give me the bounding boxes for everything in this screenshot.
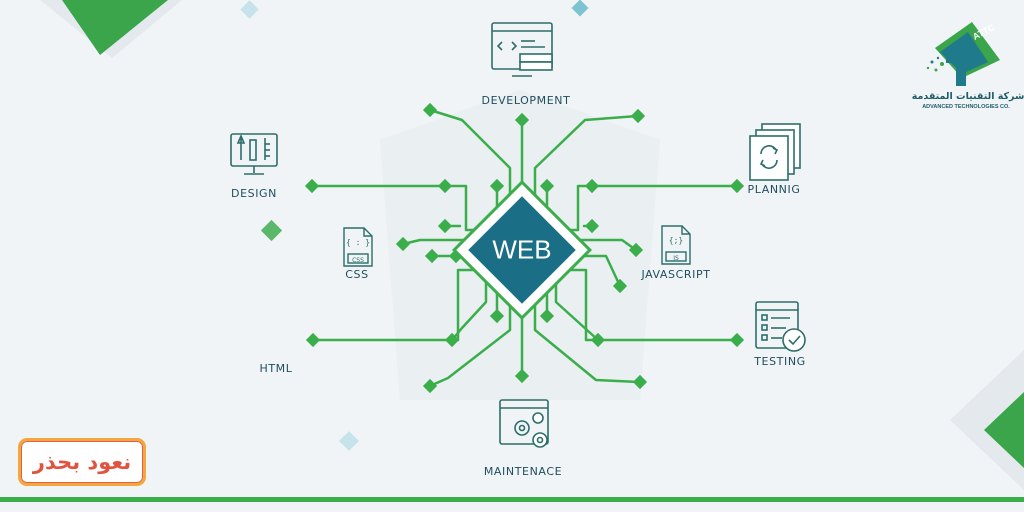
trace-bottom-right-1: [533, 290, 642, 384]
label-design: DESIGN: [231, 187, 277, 200]
label-html: HTML: [259, 362, 293, 375]
svg-text:{;}: {;}: [669, 236, 683, 245]
label-maintenance: MAINTENACE: [483, 465, 563, 478]
label-css: CSS: [345, 268, 369, 281]
trace-right-lower: [562, 268, 739, 342]
trace-right-mid1: [572, 238, 638, 252]
bottom-bar: [0, 497, 1024, 502]
label-javascript: JAVASCRIPT: [641, 268, 711, 281]
trace-left-lower: [311, 268, 482, 342]
badge-text: نعود بحذر: [32, 450, 132, 474]
svg-text:{ : }: { : }: [346, 238, 370, 247]
trace-top-right-1: [533, 114, 640, 212]
trace-top-left-1: [428, 108, 512, 212]
label-development: DEVELOPMENT: [481, 94, 571, 107]
planning-docs-icon: [749, 123, 801, 181]
trace-nodes: [304, 102, 745, 394]
design-tools-icon: [230, 133, 278, 175]
trace-bottom-left-1: [428, 290, 512, 388]
js-file-icon: {;} JS: [661, 225, 691, 265]
checklist-icon: [755, 301, 806, 352]
trace-left-diag: [450, 280, 488, 342]
svg-text:JS: JS: [672, 255, 679, 262]
css-file-icon: { : } CSS: [343, 227, 373, 267]
trace-right-diag: [554, 282, 600, 342]
label-testing: TESTING: [754, 355, 806, 368]
gears-window-icon: [499, 399, 549, 448]
web-hub: [451, 179, 593, 321]
company-logo-mark: [926, 22, 1000, 86]
code-window-icon: [491, 22, 553, 77]
logo-english-name: ADVANCED TECHNOLOGIES CO.: [922, 104, 1010, 110]
svg-text:CSS: CSS: [352, 257, 364, 264]
hub-label: WEB: [492, 234, 552, 265]
label-planning: PLANNIG: [747, 183, 801, 196]
logo-arabic-name: شركة التقنيات المتقدمة: [911, 91, 1024, 102]
campaign-badge: نعود بحذر: [18, 438, 146, 486]
